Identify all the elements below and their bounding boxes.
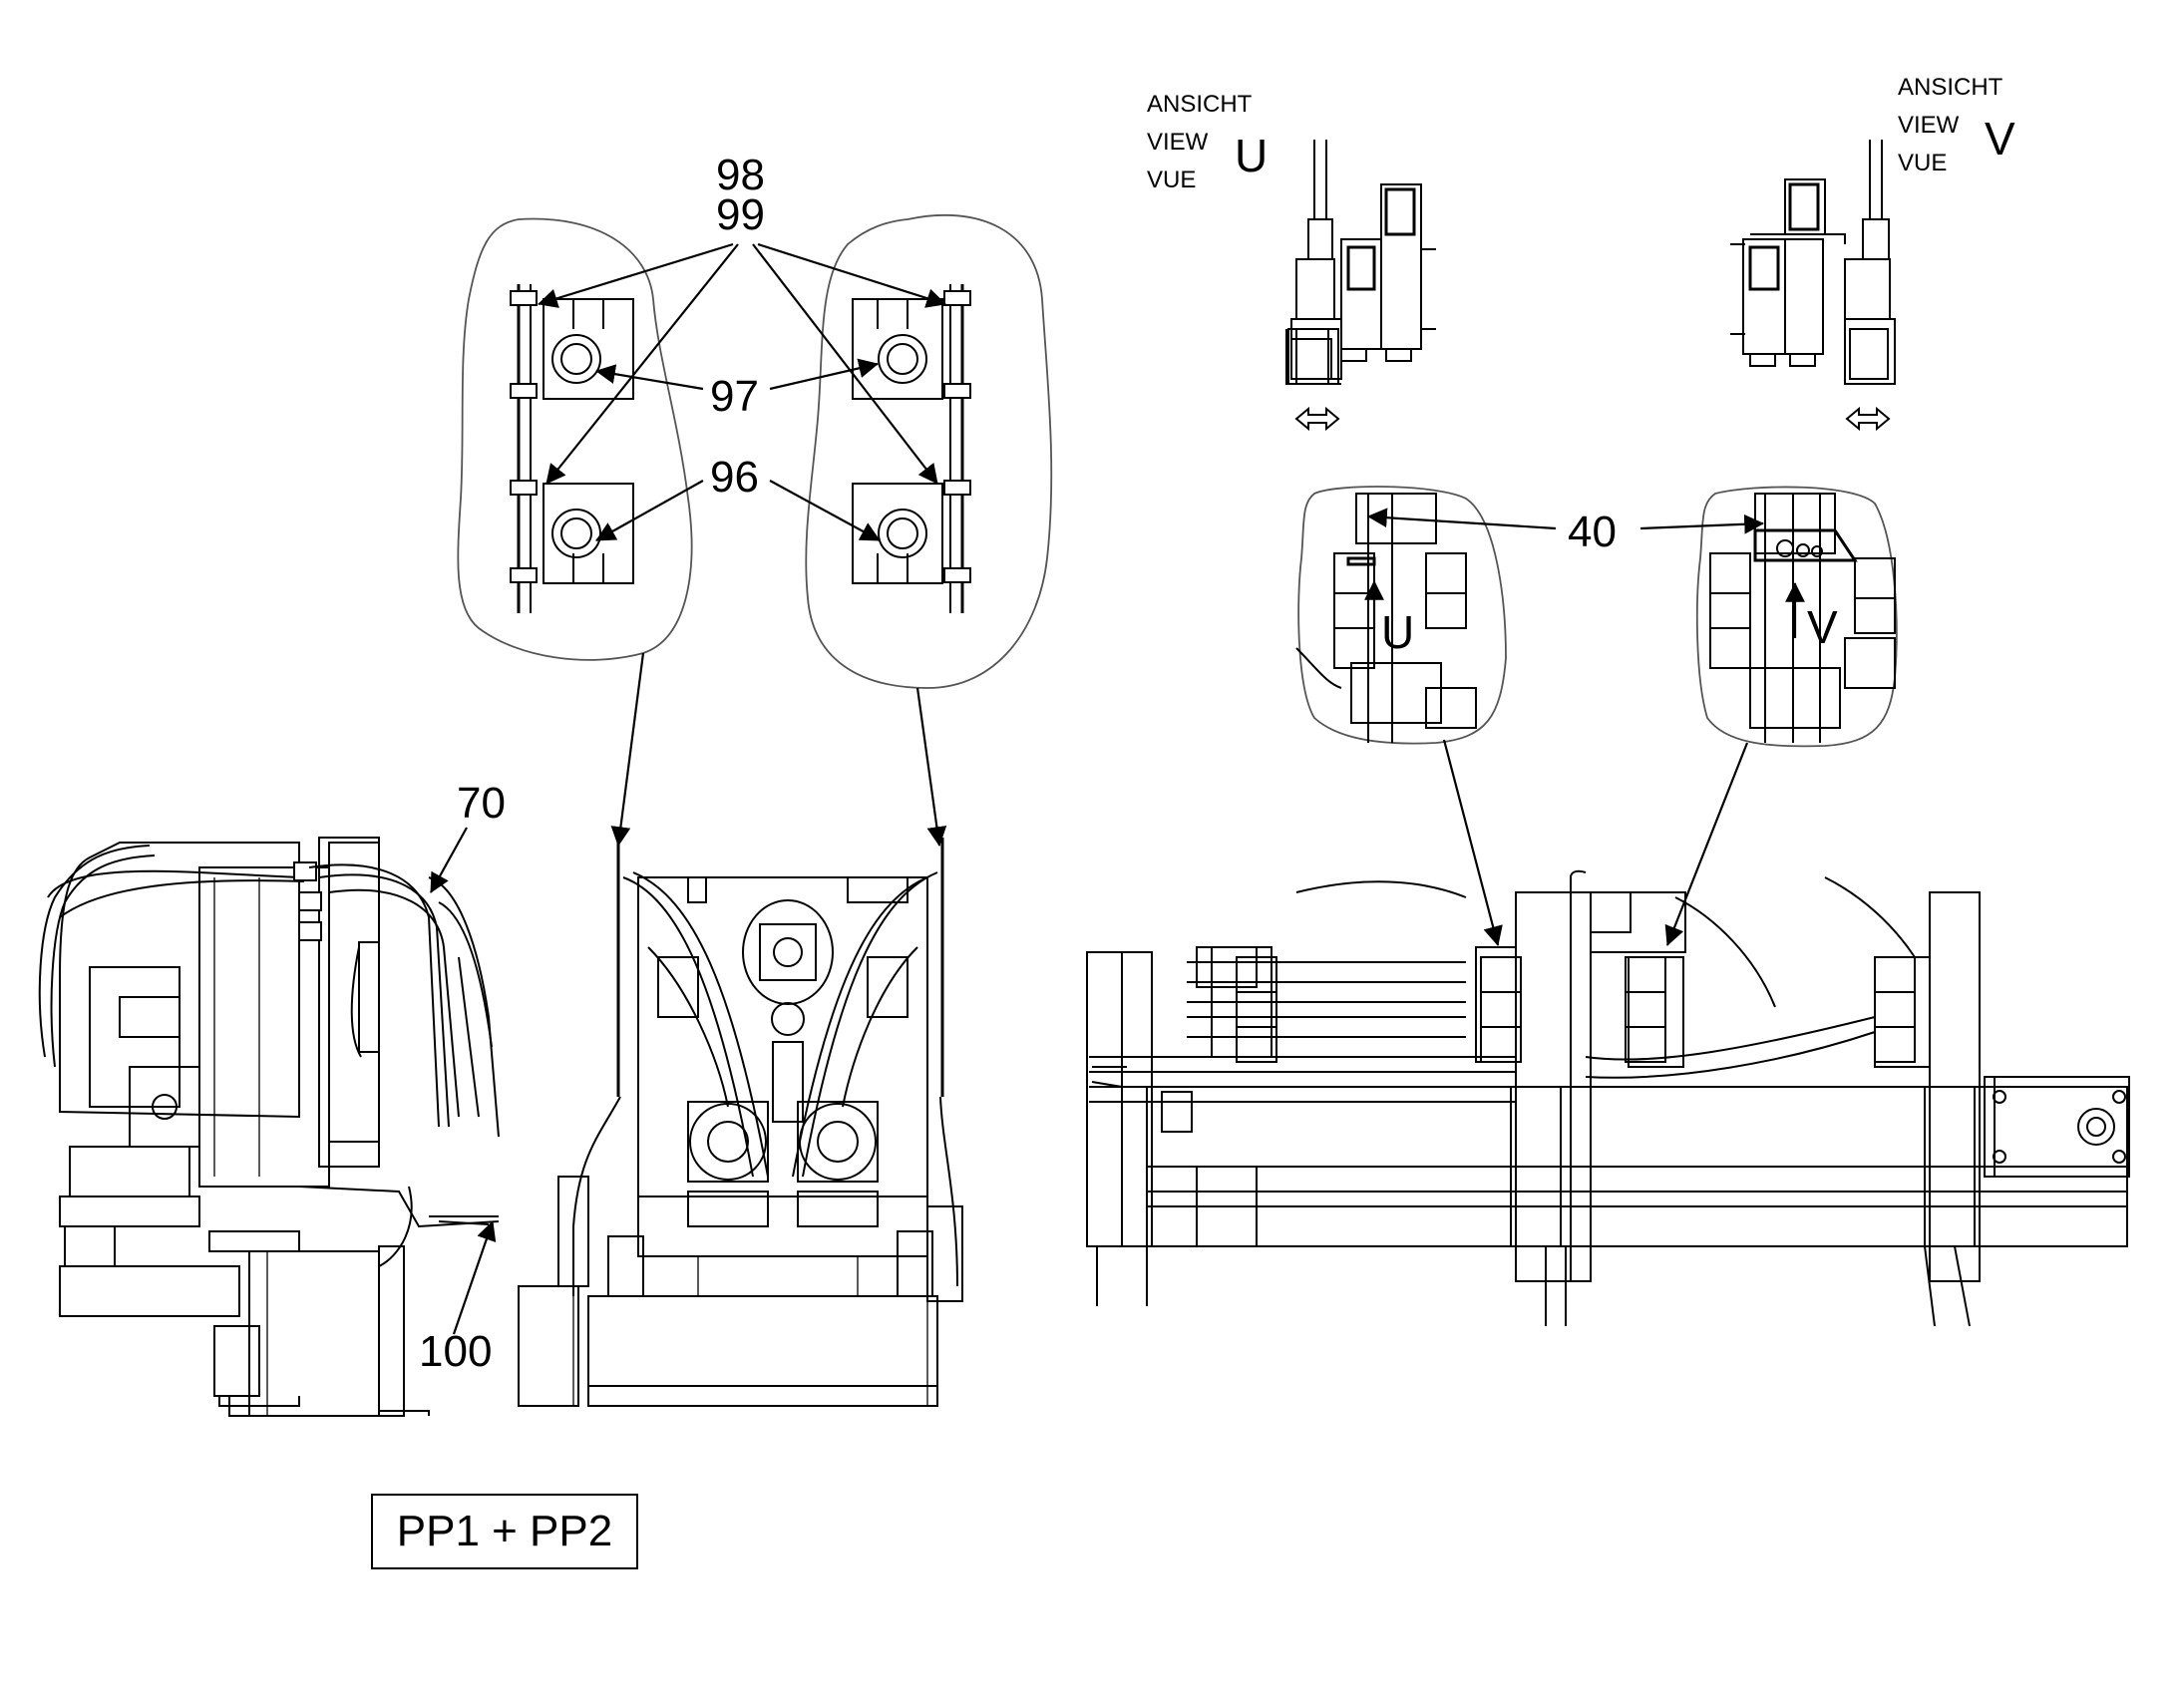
view-v-label-ansicht: ANSICHT — [1898, 74, 2003, 101]
detail-bubble-u-marker: U — [1381, 606, 1414, 658]
view-v-letter: V — [1985, 113, 2015, 165]
view-u-letter: U — [1235, 130, 1268, 181]
callout-97: 97 — [710, 372, 759, 421]
rail-assembly — [1086, 869, 2130, 1327]
detail-bubble-u: U — [1295, 486, 1507, 745]
callout-98: 98 — [716, 151, 765, 199]
leader-lines-40 — [1367, 508, 1764, 534]
callout-70: 70 — [457, 779, 506, 828]
view-u-arrow-icon — [1294, 406, 1340, 432]
leader-lines-98-99 — [538, 242, 946, 485]
view-v-label-vue: VUE — [1898, 150, 1947, 176]
detail-bubble-v-marker: V — [1807, 601, 1838, 653]
callout-99: 99 — [716, 190, 765, 239]
assembly-label-box: PP1 + PP2 — [371, 1494, 638, 1569]
detail-bubble-v: V — [1695, 486, 1898, 748]
leader-lines-bubbles-to-rail — [1442, 739, 1749, 946]
callout-100: 100 — [419, 1327, 492, 1376]
view-v-arrow-icon — [1845, 406, 1891, 432]
view-u-label-ansicht: ANSICHT — [1147, 91, 1253, 118]
detail-bubble-left — [457, 217, 693, 661]
view-v-component — [1730, 140, 1896, 385]
clamp-block-left — [510, 284, 634, 613]
assembly-label: PP1 + PP2 — [396, 1507, 613, 1555]
leader-lines-97 — [595, 358, 879, 391]
leader-lines-70-100 — [430, 827, 497, 1335]
view-u-component — [1285, 140, 1436, 385]
callout-40: 40 — [1568, 508, 1617, 556]
machine-side-view — [38, 837, 500, 1417]
view-u-label-vue: VUE — [1147, 167, 1196, 193]
callout-96: 96 — [710, 453, 759, 502]
leader-lines-bubbles-to-machine — [610, 652, 947, 847]
view-v-label-view: VIEW — [1898, 112, 1960, 139]
machine-front-view — [518, 838, 963, 1407]
view-u-label-view: VIEW — [1147, 129, 1209, 156]
leader-lines-96 — [595, 480, 881, 541]
detail-bubble-right — [805, 213, 1053, 689]
